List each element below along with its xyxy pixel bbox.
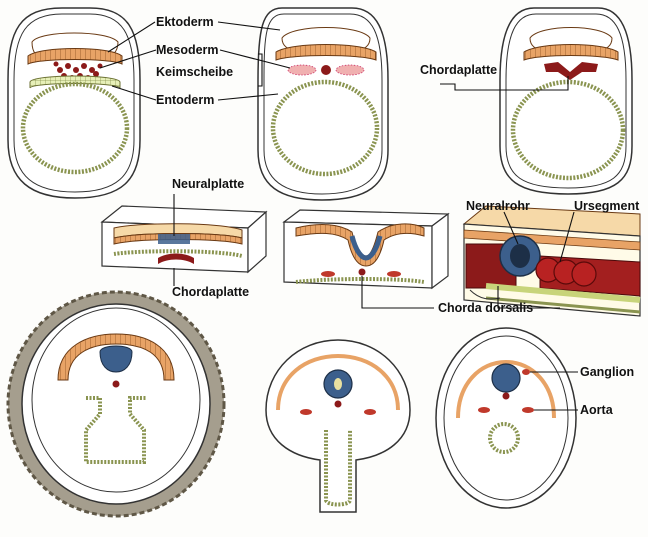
svg-text:Ganglion: Ganglion — [580, 365, 634, 379]
svg-text:Chordaplatte: Chordaplatte — [172, 285, 249, 299]
svg-text:Chordaplatte: Chordaplatte — [420, 63, 497, 77]
stage-bottom-right-embryo — [436, 328, 576, 508]
label-keimscheibe: Keimscheibe — [156, 54, 262, 86]
stage-2-embryo — [258, 8, 388, 200]
svg-text:Mesoderm: Mesoderm — [156, 43, 219, 57]
svg-text:Ektoderm: Ektoderm — [156, 15, 214, 29]
svg-text:Aorta: Aorta — [580, 403, 614, 417]
neural-groove-block — [284, 210, 448, 288]
svg-text:Chorda dorsalis: Chorda dorsalis — [438, 301, 533, 315]
svg-text:Entoderm: Entoderm — [156, 93, 214, 107]
neuralplatte-block — [102, 206, 266, 272]
stage-chorion-embryo — [8, 292, 224, 516]
label-chordaplatte-mid: Chordaplatte — [172, 268, 249, 299]
neuralrohr-ursegment-block — [464, 206, 640, 316]
stage-3-embryo — [500, 8, 632, 194]
stage-1-embryo — [8, 8, 140, 198]
svg-text:Neuralplatte: Neuralplatte — [172, 177, 244, 191]
svg-text:Keimscheibe: Keimscheibe — [156, 65, 233, 79]
svg-text:Ursegment: Ursegment — [574, 199, 640, 213]
stage-bottom-middle-embryo — [266, 340, 410, 512]
svg-text:Neuralrohr: Neuralrohr — [466, 199, 530, 213]
